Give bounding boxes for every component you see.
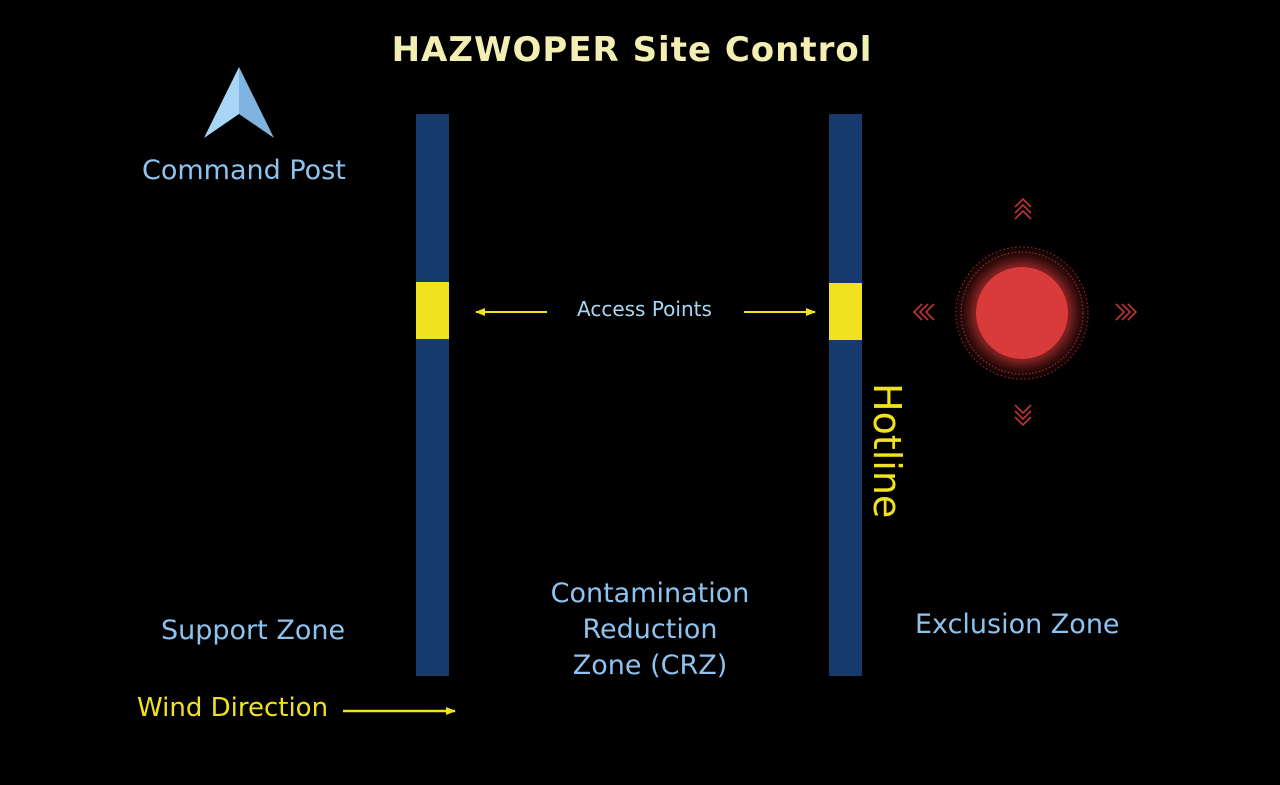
access-points-label: Access Points [577, 297, 712, 321]
spread-down-chevron-icon [1014, 404, 1032, 427]
support-zone-label: Support Zone [161, 615, 346, 646]
left-access-point [416, 282, 449, 339]
diagram-title: HAZWOPER Site Control [391, 30, 873, 70]
left-barrier [416, 114, 449, 676]
spread-right-chevron-icon [1115, 303, 1138, 321]
wind-direction-label: Wind Direction [137, 693, 329, 723]
crz-label: Contamination Reduction Zone (CRZ) [530, 576, 770, 684]
command-post-arrow-icon [204, 67, 274, 138]
hotline-label: Hotline [865, 383, 909, 519]
command-post-label: Command Post [142, 155, 346, 186]
hotline-barrier [829, 114, 862, 676]
right-access-point [829, 283, 862, 340]
crz-label-line-2: Reduction [582, 614, 718, 645]
crz-label-line-3: Zone (CRZ) [572, 650, 728, 681]
hazard-source-icon [953, 244, 1091, 382]
crz-label-line-1: Contamination [550, 578, 750, 609]
spread-up-chevron-icon [1014, 197, 1032, 220]
spread-left-chevron-icon [912, 303, 935, 321]
exclusion-zone-label: Exclusion Zone [915, 609, 1120, 640]
